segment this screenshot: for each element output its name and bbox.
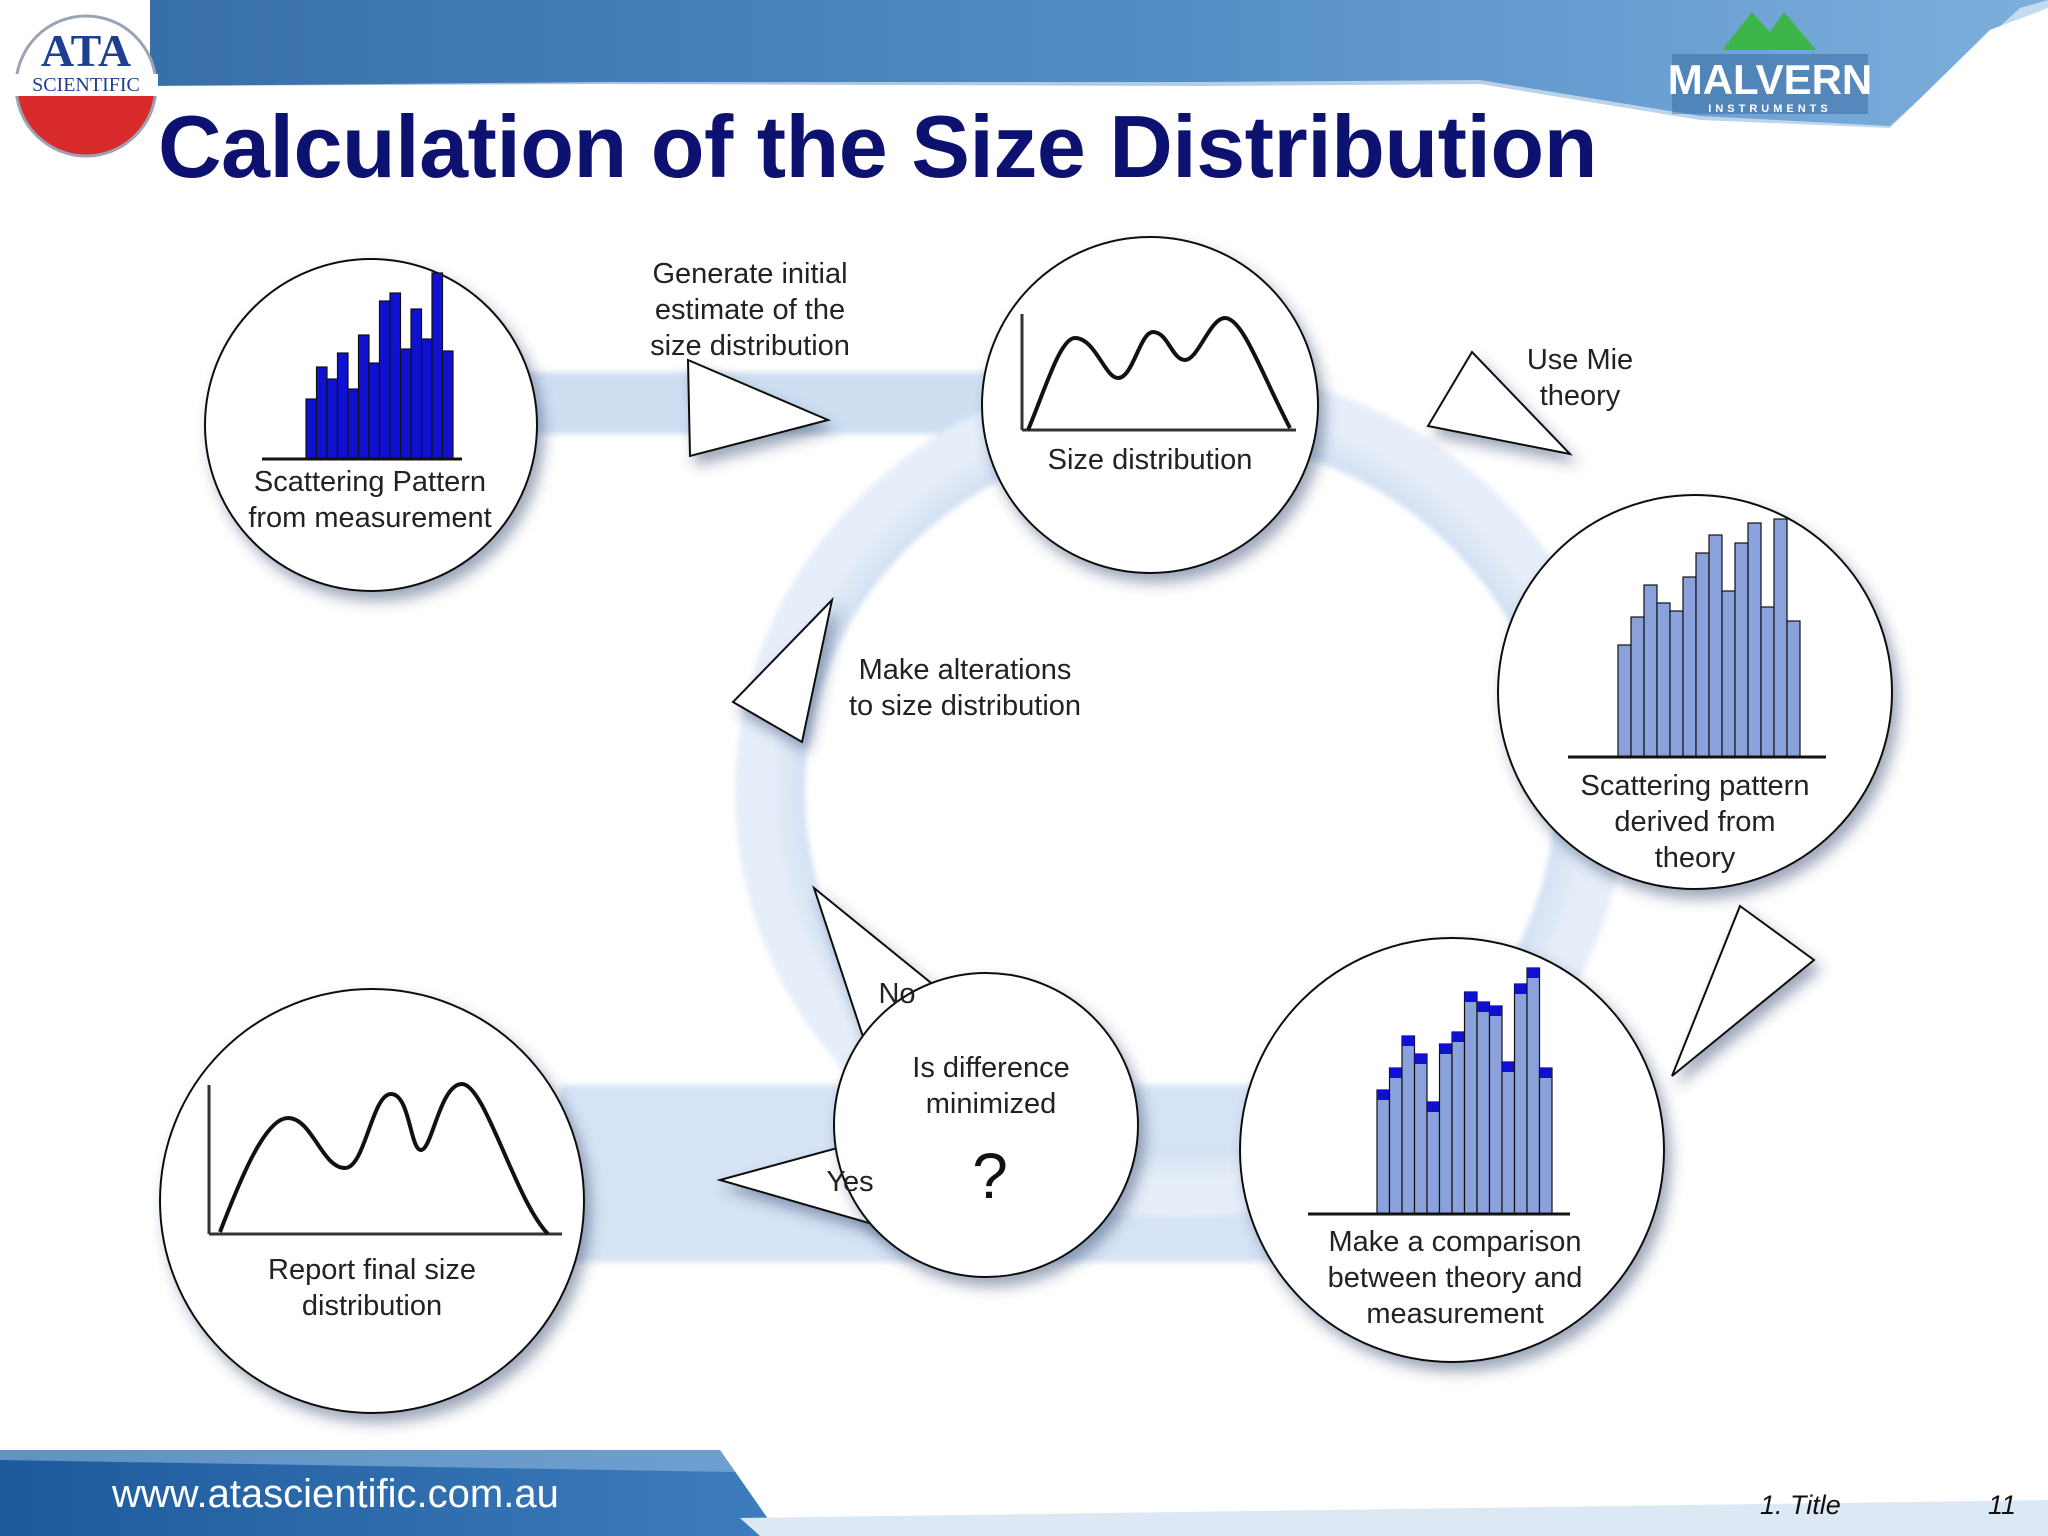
footer-url[interactable]: www.atascientific.com.au: [112, 1472, 559, 1516]
bar: [378, 300, 391, 460]
bar-cap: [1439, 1044, 1452, 1054]
bar-cap: [1427, 1102, 1440, 1112]
bar-cap: [1539, 1068, 1552, 1078]
bar-cap: [1477, 1002, 1490, 1012]
bar: [357, 334, 370, 460]
node-size-distribution: [981, 236, 1319, 574]
label-make-alterations: Make alterations to size distribution: [848, 654, 1082, 722]
bar-graphic-measured: [305, 272, 454, 460]
label-size-distribution: Size distribution: [1047, 444, 1253, 476]
label-scattering-measured: Scattering Pattern from measurement: [248, 466, 492, 534]
curve-report: [207, 1081, 562, 1236]
bar-cap: [1489, 1006, 1502, 1016]
bar: [1630, 616, 1645, 758]
curve-size-distribution: [1020, 314, 1296, 432]
bar: [1643, 584, 1658, 758]
bar: [1513, 983, 1528, 1215]
bar: [1760, 606, 1775, 758]
svg-text:ATA: ATA: [41, 25, 131, 76]
bar: [1476, 1001, 1491, 1215]
bar: [1413, 1053, 1428, 1215]
label-yes: Yes: [826, 1166, 874, 1198]
bar: [336, 352, 349, 460]
arrow-alterations: [731, 596, 834, 744]
bar: [410, 308, 423, 460]
label-difference: Is difference minimized: [912, 1052, 1070, 1120]
bar: [1708, 534, 1723, 758]
bar: [1401, 1035, 1416, 1215]
bar-cap: [1502, 1062, 1515, 1072]
label-comparison: Make a comparison between theory and mea…: [1327, 1226, 1583, 1330]
question-mark: ?: [972, 1140, 1008, 1212]
label-no: No: [878, 978, 916, 1010]
bar: [1426, 1101, 1441, 1215]
bar: [315, 366, 328, 460]
svg-text:INSTRUMENTS: INSTRUMENTS: [1708, 103, 1831, 115]
bar: [399, 348, 412, 460]
bar: [1526, 967, 1541, 1215]
arrow-to-comparison: [1671, 904, 1816, 1077]
bar: [420, 338, 433, 460]
node-report: [159, 988, 585, 1414]
bar: [1695, 552, 1710, 758]
bar: [1463, 991, 1478, 1215]
arrow-generate: [686, 358, 832, 458]
bar: [1376, 1089, 1391, 1215]
footer-section: 1. Title: [1760, 1490, 1841, 1520]
bar: [305, 398, 318, 460]
arrow-use-mie: [1426, 350, 1573, 456]
bar: [1734, 542, 1749, 758]
bar: [1669, 610, 1684, 758]
bar-cap: [1527, 968, 1540, 978]
malvern-logo: MALVERN INSTRUMENTS: [1668, 12, 1873, 115]
bar-cap: [1402, 1036, 1415, 1046]
header-banner: [0, 0, 2048, 150]
node-difference: [833, 972, 1139, 1278]
bar-graphic-theory: [1617, 518, 1801, 758]
bar: [1538, 1067, 1553, 1215]
footer-banner: [0, 1450, 2048, 1536]
bar: [347, 388, 360, 460]
bar-cap: [1464, 992, 1477, 1002]
bar: [1747, 522, 1762, 758]
bar: [1786, 620, 1801, 758]
bar-cap: [1452, 1032, 1465, 1042]
bar: [1438, 1043, 1453, 1215]
bar: [1682, 576, 1697, 758]
bar: [326, 378, 339, 460]
label-report: Report final size distribution: [268, 1254, 476, 1322]
bar-graphic-comparison: [1376, 967, 1553, 1215]
label-generate-estimate: Generate initial estimate of the size di…: [650, 258, 850, 362]
bar: [1488, 1005, 1503, 1215]
svg-text:SCIENTIFIC: SCIENTIFIC: [32, 74, 140, 96]
bar-cap: [1389, 1068, 1402, 1078]
page-number: 11: [1988, 1490, 2017, 1520]
bar: [441, 350, 454, 460]
bar-cap: [1414, 1054, 1427, 1064]
label-scattering-theory: Scattering pattern derived from theory: [1580, 770, 1810, 874]
bar: [1451, 1031, 1466, 1215]
bar: [431, 272, 444, 460]
bar: [389, 292, 402, 460]
svg-text:MALVERN: MALVERN: [1668, 56, 1873, 103]
bar: [368, 362, 381, 460]
bar: [1388, 1067, 1403, 1215]
label-use-mie: Use Mie theory: [1526, 344, 1634, 412]
bar: [1617, 644, 1632, 758]
bar-cap: [1377, 1090, 1390, 1100]
bar: [1501, 1061, 1516, 1215]
ata-logo: ATA SCIENTIFIC: [14, 14, 158, 158]
bar: [1773, 518, 1788, 758]
bar: [1656, 602, 1671, 758]
bar-cap: [1514, 984, 1527, 994]
bar: [1721, 590, 1736, 758]
slide-title: Calculation of the Size Distribution: [158, 97, 1597, 196]
